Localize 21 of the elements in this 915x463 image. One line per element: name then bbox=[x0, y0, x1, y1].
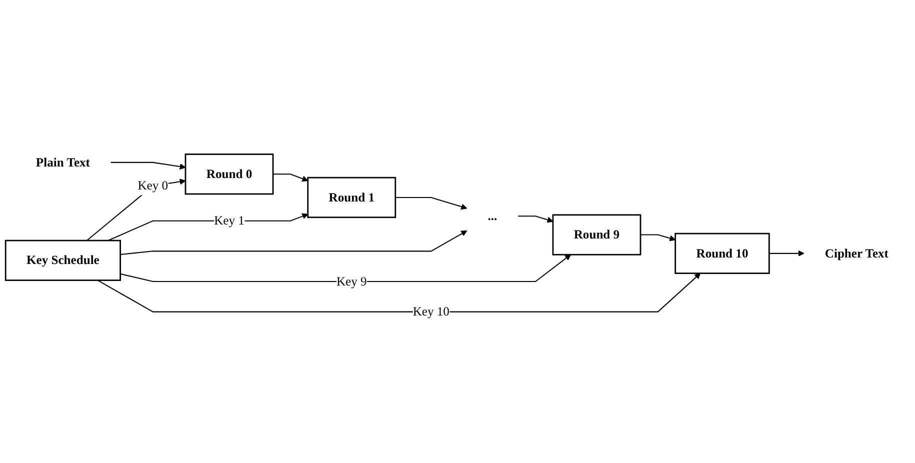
arrow bbox=[395, 196, 468, 210]
arrow bbox=[518, 215, 554, 222]
node-box: Key Schedule bbox=[4, 239, 121, 281]
node-box: Round 0 bbox=[184, 153, 274, 194]
arrow bbox=[120, 254, 571, 282]
node-text: ... bbox=[488, 208, 498, 222]
node-box: Round 9 bbox=[552, 214, 642, 255]
node-text: Plain Text bbox=[36, 154, 90, 169]
node-text: Cipher Text bbox=[824, 246, 888, 260]
arrow bbox=[769, 250, 804, 256]
node-box: Round 10 bbox=[674, 232, 770, 274]
arrow bbox=[97, 272, 701, 312]
edge-label: Key 9 bbox=[336, 274, 367, 288]
arrow bbox=[273, 173, 308, 182]
arrow bbox=[640, 234, 676, 241]
arrow bbox=[110, 162, 186, 170]
arrow bbox=[120, 230, 468, 255]
edge-label: Key 0 bbox=[138, 178, 168, 192]
edge-label: Key 1 bbox=[214, 213, 244, 228]
edge-label: Key 10 bbox=[412, 304, 450, 318]
node-box: Round 1 bbox=[307, 176, 396, 218]
